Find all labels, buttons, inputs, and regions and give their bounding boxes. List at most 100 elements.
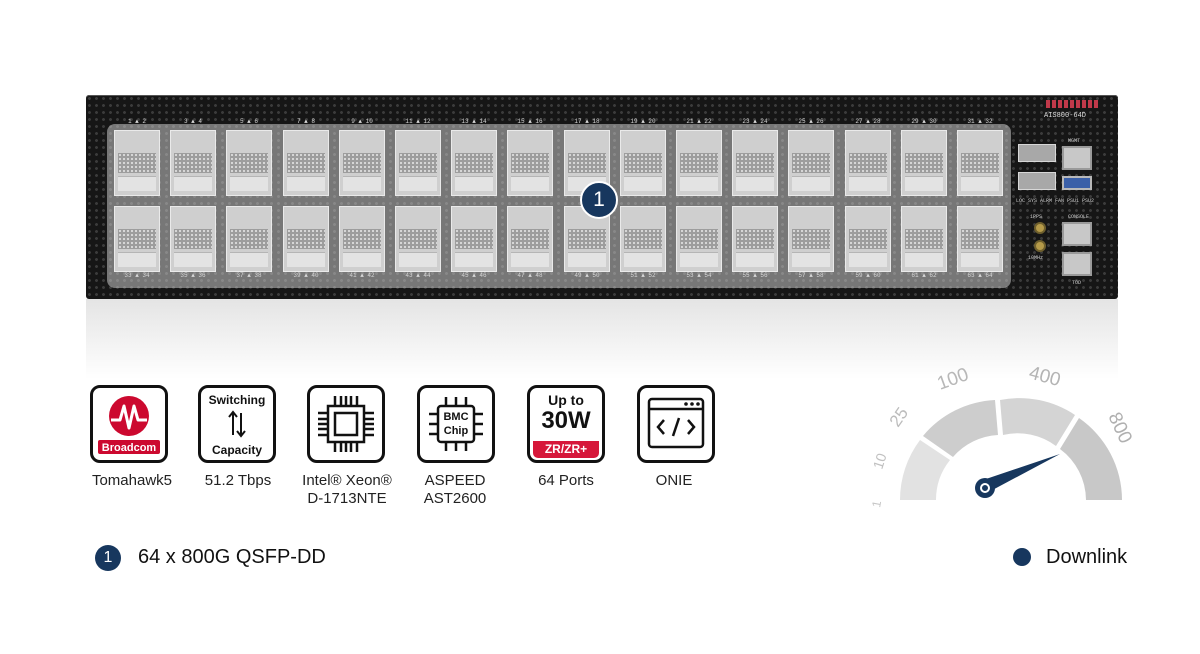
mgmt-label: MGMT <box>1068 138 1081 144</box>
port-cage <box>905 229 943 249</box>
feature-label-tomahawk: Tomahawk5 <box>91 472 173 489</box>
gauge-tick-1: 1 <box>869 499 884 508</box>
port-label-bottom: 35 ▲ 36 <box>180 272 206 279</box>
qsfp-dd-port[interactable] <box>957 130 1003 196</box>
port-cage <box>849 153 887 173</box>
port-label-top: 9 ▲ 10 <box>351 118 373 125</box>
sfp-port[interactable] <box>1018 172 1056 190</box>
qsfp-dd-port[interactable] <box>845 130 891 196</box>
qsfp-dd-port[interactable] <box>507 206 553 272</box>
port-label-bottom: 33 ▲ 34 <box>124 272 150 279</box>
gauge-tick-100: 100 <box>935 364 972 395</box>
qsfp-dd-port[interactable] <box>339 130 385 196</box>
port-slot <box>680 252 718 267</box>
qsfp-dd-port[interactable] <box>226 130 272 196</box>
mgmt-rj45-port[interactable] <box>1062 146 1092 170</box>
port-cage <box>624 153 662 173</box>
feature-label-ports: 64 Ports <box>538 472 594 489</box>
port-label-top: 31 ▲ 32 <box>967 118 993 125</box>
port-slot <box>792 252 830 267</box>
qsfp-dd-port[interactable] <box>957 206 1003 272</box>
usb-port[interactable] <box>1062 176 1092 190</box>
qsfp-dd-port[interactable] <box>788 130 834 196</box>
qsfp-dd-port[interactable] <box>620 130 666 196</box>
qsfp-dd-port[interactable] <box>901 206 947 272</box>
qsfp-dd-port[interactable] <box>395 206 441 272</box>
port-label-bottom: 63 ▲ 64 <box>967 272 993 279</box>
port-slot <box>736 252 774 267</box>
tod-port[interactable] <box>1062 252 1092 276</box>
port-label-top: 27 ▲ 28 <box>855 118 881 125</box>
up-to-text: Up to <box>548 392 584 408</box>
qsfp-dd-port[interactable] <box>564 206 610 272</box>
qsfp-dd-port[interactable] <box>451 206 497 272</box>
port-slot <box>455 176 493 191</box>
port-slot <box>961 176 999 191</box>
console-port[interactable] <box>1062 222 1092 246</box>
port-slot <box>118 252 156 267</box>
port-cage <box>792 153 830 173</box>
sfp-port[interactable] <box>1018 144 1056 162</box>
port-cage <box>680 229 718 249</box>
qsfp-dd-port[interactable] <box>170 130 216 196</box>
port-cage <box>849 229 887 249</box>
cpu-chip-icon <box>307 385 385 463</box>
port-slot <box>287 176 325 191</box>
qsfp-dd-port[interactable] <box>114 206 160 272</box>
qsfp-dd-port[interactable] <box>676 130 722 196</box>
mhz-connector[interactable] <box>1034 240 1046 252</box>
port-slot <box>961 252 999 267</box>
qsfp-dd-port[interactable] <box>170 206 216 272</box>
port-cage <box>511 153 549 173</box>
qsfp-dd-port[interactable] <box>620 206 666 272</box>
qsfp-dd-port[interactable] <box>451 130 497 196</box>
port-label-top: 11 ▲ 12 <box>405 118 431 125</box>
qsfp-dd-port[interactable] <box>845 206 891 272</box>
qsfp-dd-port[interactable] <box>226 206 272 272</box>
port-slot <box>399 176 437 191</box>
port-slot <box>568 252 606 267</box>
port-label-bottom: 61 ▲ 62 <box>911 272 937 279</box>
gauge-tick-25: 25 <box>886 404 912 430</box>
port-cage <box>343 229 381 249</box>
qsfp-dd-port[interactable] <box>732 130 778 196</box>
broadcom-logo-icon: Broadcom <box>90 385 168 463</box>
qsfp-dd-port[interactable] <box>339 206 385 272</box>
status-led-strip <box>1046 100 1100 108</box>
mhz-label: 10MHz <box>1028 255 1044 261</box>
port-label-bottom: 45 ▲ 46 <box>461 272 487 279</box>
pps-connector[interactable] <box>1034 222 1046 234</box>
qsfp-dd-port[interactable] <box>507 130 553 196</box>
pps-label: 1PPS <box>1030 214 1043 220</box>
qsfp-dd-port[interactable] <box>395 130 441 196</box>
model-label: AIS800-64D <box>1044 112 1087 120</box>
qsfp-dd-port[interactable] <box>283 130 329 196</box>
port-slot <box>230 176 268 191</box>
port-slot <box>849 252 887 267</box>
qsfp-dd-port[interactable] <box>283 206 329 272</box>
feature-label-cpu: Intel® Xeon®D-1713NTE <box>302 472 392 507</box>
qsfp-dd-port[interactable] <box>901 130 947 196</box>
port-cage <box>961 229 999 249</box>
switching-capacity-icon: Switching Capacity <box>198 385 276 463</box>
qsfp-dd-port[interactable] <box>788 206 834 272</box>
bmc-chip-icon: BMC Chip <box>417 385 495 463</box>
chip-text: Chip <box>443 425 469 437</box>
qsfp-dd-port[interactable] <box>732 206 778 272</box>
port-cage <box>455 229 493 249</box>
port-label-bottom: 47 ▲ 48 <box>517 272 543 279</box>
qsfp-dd-port[interactable] <box>114 130 160 196</box>
port-cage <box>230 229 268 249</box>
port-label-top: 7 ▲ 8 <box>296 118 315 125</box>
gauge-tick-10: 10 <box>870 451 890 471</box>
port-label-top: 13 ▲ 14 <box>461 118 487 125</box>
port-slot <box>230 252 268 267</box>
port-slot <box>905 176 943 191</box>
port-slot <box>624 252 662 267</box>
port-cage <box>174 153 212 173</box>
port-slot <box>624 176 662 191</box>
qsfp-dd-port[interactable] <box>676 206 722 272</box>
port-cage <box>736 229 774 249</box>
port-slot <box>343 176 381 191</box>
